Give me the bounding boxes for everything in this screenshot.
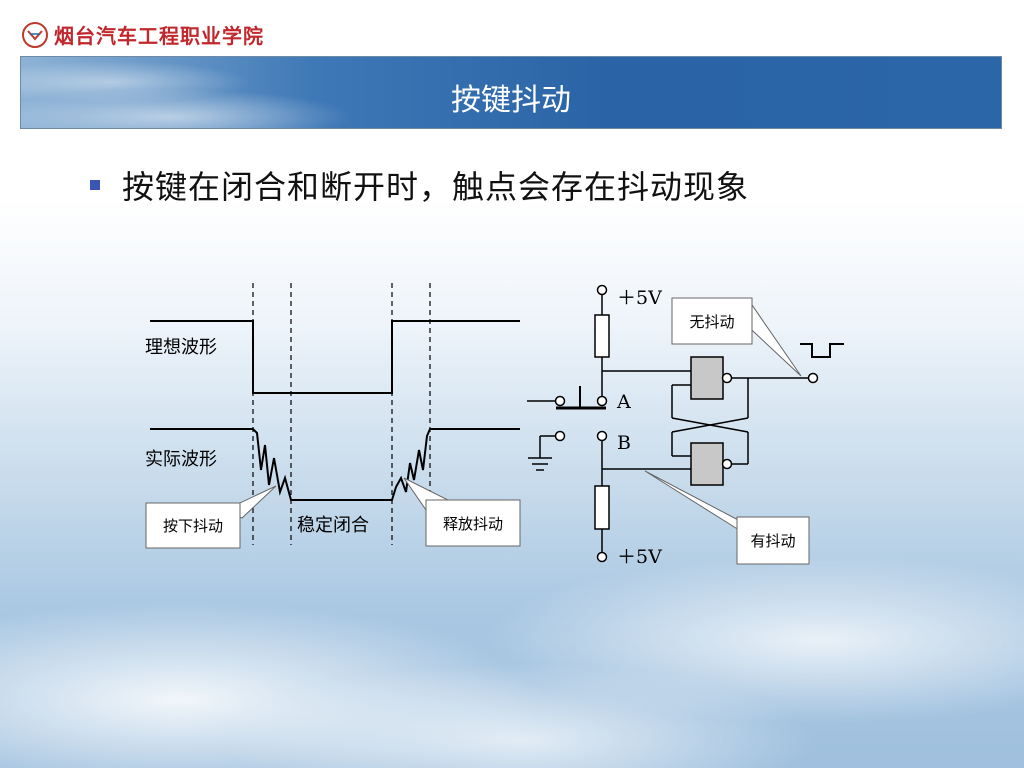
node-a-terminal — [596, 395, 608, 407]
vcc-top-terminal — [596, 284, 608, 296]
logo-text: 烟台汽车工程职业学院 — [54, 24, 264, 48]
slide-title: 按键抖动 — [451, 83, 571, 118]
switch-terminal — [554, 395, 566, 407]
actual-waveform — [150, 428, 520, 501]
switch-terminal — [554, 430, 566, 442]
pullup-resistor-bottom — [594, 485, 610, 530]
release-bounce-callout: 释放抖动 — [443, 515, 503, 533]
clean-pulse-icon — [800, 343, 844, 358]
press-bounce-callout: 按下抖动 — [163, 517, 223, 535]
node-b-label: B — [617, 432, 631, 454]
inverter-bubble — [721, 458, 733, 470]
logo-emblem-icon — [22, 21, 48, 48]
node-b-terminal — [596, 430, 608, 442]
vcc-bottom-label: ＋5V — [617, 546, 662, 568]
no-bounce-callout-box — [671, 297, 753, 345]
inverter-bubble — [721, 372, 733, 384]
output-terminal — [807, 372, 819, 384]
cross-wire — [671, 417, 749, 433]
school-logo: 烟台汽车工程职业学院 — [22, 20, 264, 49]
stable-close-label: 稳定闭合 — [297, 515, 369, 536]
no-bounce-callout: 无抖动 — [689, 313, 734, 331]
vcc-bottom-terminal — [596, 551, 608, 563]
circuit-panel — [527, 284, 844, 563]
nand-gate-bottom — [690, 442, 724, 486]
bullet-item: 按键在闭合和断开时，触点会存在抖动现象 — [90, 162, 749, 208]
ideal-waveform — [150, 320, 520, 394]
pullup-resistor-top — [594, 314, 610, 358]
node-a-label: A — [616, 391, 631, 413]
nand-gate-top — [690, 356, 724, 400]
bullet-square-icon — [90, 180, 100, 190]
title-banner: 按键抖动 — [20, 56, 1002, 129]
press-bounce-callout-box — [145, 502, 241, 549]
ideal-waveform-label: 理想波形 — [145, 337, 217, 358]
bullet-text: 按键在闭合和断开时，触点会存在抖动现象 — [122, 168, 750, 206]
actual-waveform-label: 实际波形 — [145, 449, 217, 470]
release-bounce-callout-box — [425, 499, 521, 547]
bounce-callout-box — [736, 516, 810, 565]
bounce-callout: 有抖动 — [750, 532, 795, 550]
vcc-top-label: ＋5V — [617, 287, 662, 309]
